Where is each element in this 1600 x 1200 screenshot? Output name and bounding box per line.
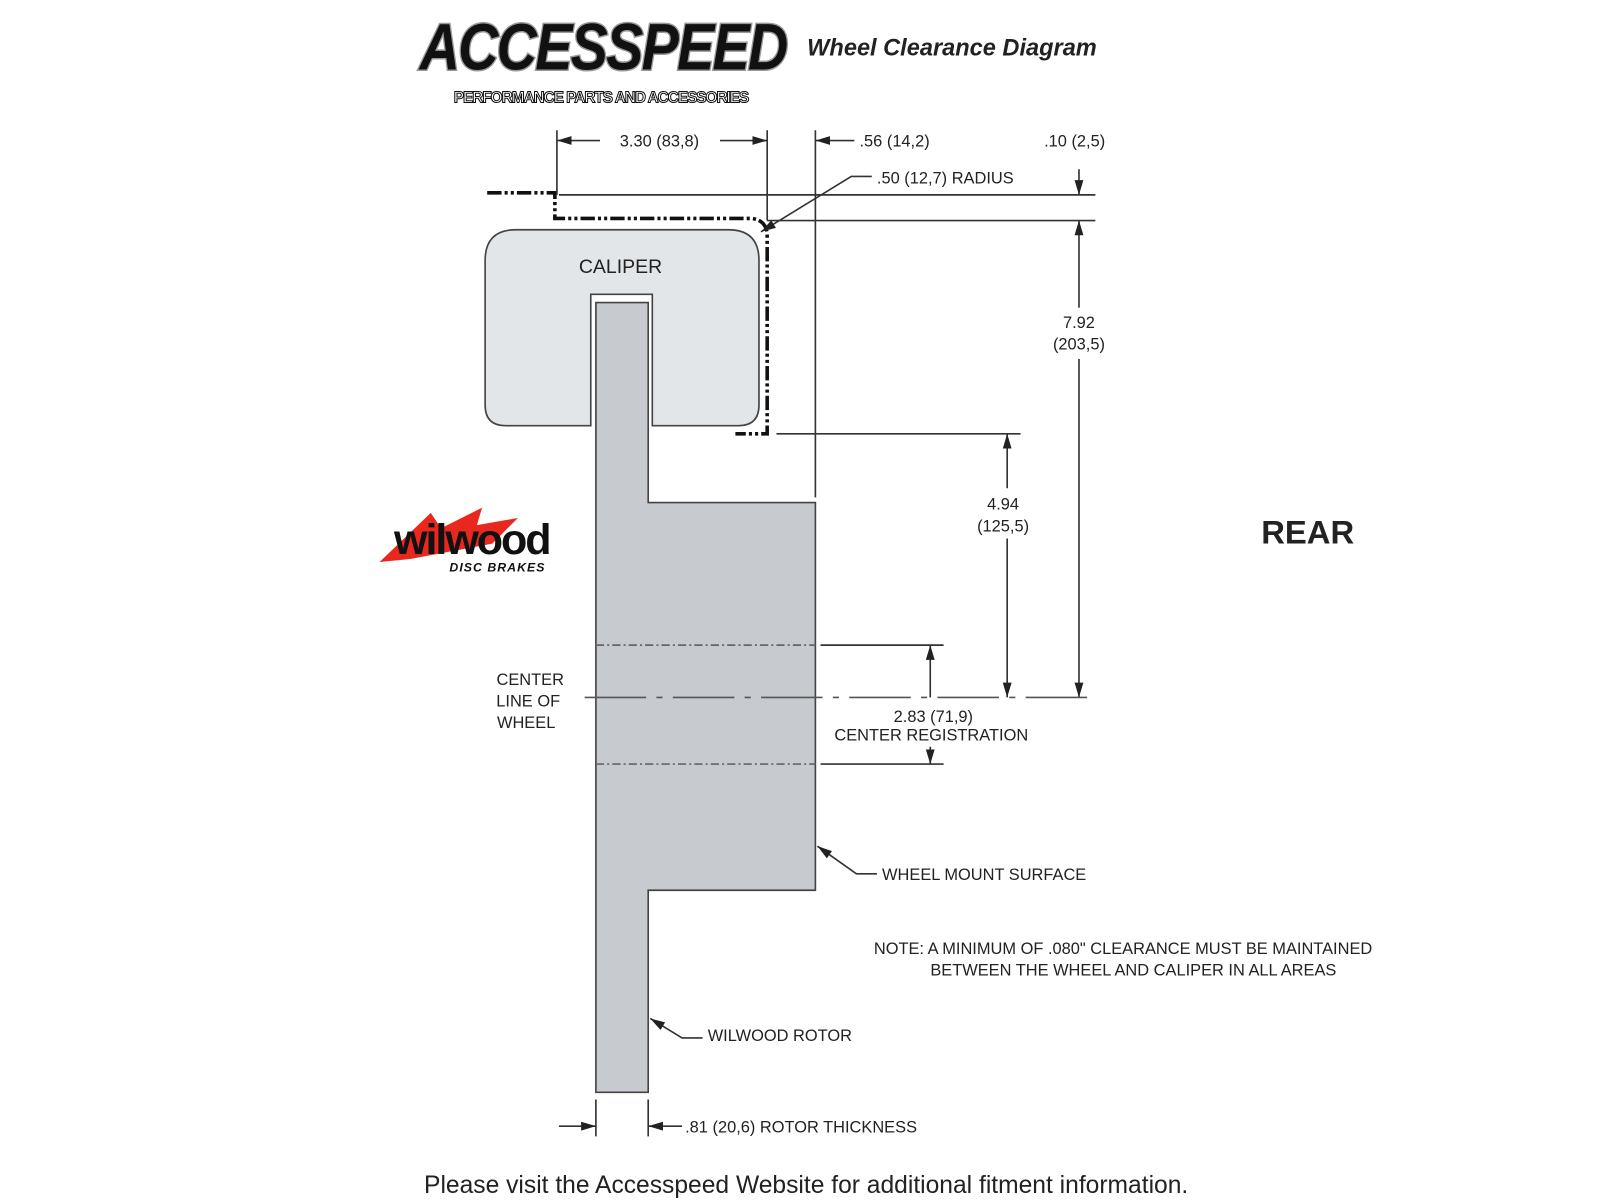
overall-height-mm: (203,5) (1053, 336, 1105, 354)
accesspeed-logo: ACCESSPEED PERFORMANCE PARTS AND ACCESSO… (416, 9, 790, 107)
wilwood-logo: wilwood DISC BRAKES (379, 507, 552, 574)
note-line-2: BETWEEN THE WHEEL AND CALIPER IN ALL ARE… (930, 961, 1336, 979)
svg-text:DISC BRAKES: DISC BRAKES (449, 560, 545, 574)
top-gap-dim: .10 (2,5) (1044, 133, 1105, 151)
footer-text: Please visit the Accesspeed Website for … (424, 1172, 1188, 1199)
page-title: Wheel Clearance Diagram (807, 34, 1097, 60)
rotor-thickness-dim: .81 (20,6) ROTOR THICKNESS (685, 1118, 917, 1136)
center-reg-value: 2.83 (71,9) (894, 708, 973, 726)
svg-text:wilwood: wilwood (393, 516, 549, 564)
centerline-label-2: LINE OF (496, 693, 560, 711)
lower-height-mm: (125,5) (977, 517, 1029, 535)
note-line-1: NOTE: A MINIMUM OF .080" CLEARANCE MUST … (874, 940, 1373, 958)
caliper-label: CALIPER (579, 256, 662, 278)
svg-text:PERFORMANCE PARTS AND ACCESSOR: PERFORMANCE PARTS AND ACCESSORIES (454, 90, 749, 107)
rotor-label: WILWOOD ROTOR (708, 1027, 852, 1045)
radius-dim: .50 (12,7) RADIUS (877, 170, 1014, 188)
overall-height-in: 7.92 (1063, 314, 1095, 332)
caliper-shape (484, 228, 760, 427)
wheel-mount-label: WHEEL MOUNT SURFACE (882, 866, 1086, 884)
centerline-label-1: CENTER (497, 671, 565, 689)
outer-offset-dim: .56 (14,2) (859, 133, 929, 151)
svg-text:ACCESSPEED: ACCESSPEED (418, 10, 788, 83)
position-label: REAR (1261, 514, 1354, 551)
caliper-width-dim: 3.30 (83,8) (620, 133, 699, 151)
center-reg-label: CENTER REGISTRATION (834, 727, 1028, 745)
centerline-label-3: WHEEL (497, 714, 555, 732)
lower-height-in: 4.94 (987, 496, 1019, 514)
